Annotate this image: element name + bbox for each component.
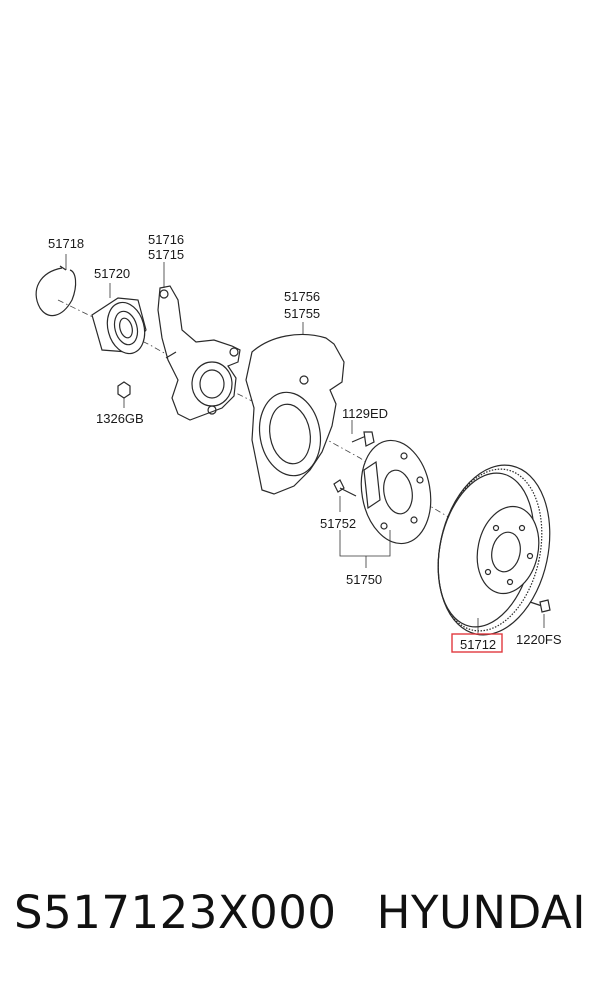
brand-name: HYUNDAI <box>376 885 586 939</box>
bolt-1129ed <box>351 431 375 447</box>
dust-cover <box>245 333 345 495</box>
label-51720: 51720 <box>94 266 130 281</box>
screw-1220fs <box>529 599 551 613</box>
label-1326gb: 1326GB <box>96 411 144 426</box>
snap-ring <box>35 265 77 317</box>
wheel-hub <box>360 439 432 545</box>
label-1129ed: 1129ED <box>342 406 388 421</box>
highlight-box <box>451 633 503 653</box>
footer: S517123X000 HYUNDAI <box>0 872 600 952</box>
brake-disc <box>437 464 551 636</box>
part-number: S517123X000 <box>14 885 337 939</box>
label-1220fs: 1220FS <box>516 632 562 647</box>
steering-knuckle <box>157 285 241 421</box>
label-51755: 51755 <box>284 306 320 321</box>
label-51756: 51756 <box>284 289 320 304</box>
label-51712: 51712 <box>460 637 496 652</box>
hub-bolt <box>333 479 357 497</box>
label-51718: 51718 <box>48 236 84 251</box>
label-51750: 51750 <box>346 572 382 587</box>
nut-1326gb <box>117 381 131 399</box>
wheel-bearing <box>91 297 147 355</box>
label-51716: 51716 <box>148 232 184 247</box>
label-51752: 51752 <box>320 516 356 531</box>
label-51715: 51715 <box>148 247 184 262</box>
